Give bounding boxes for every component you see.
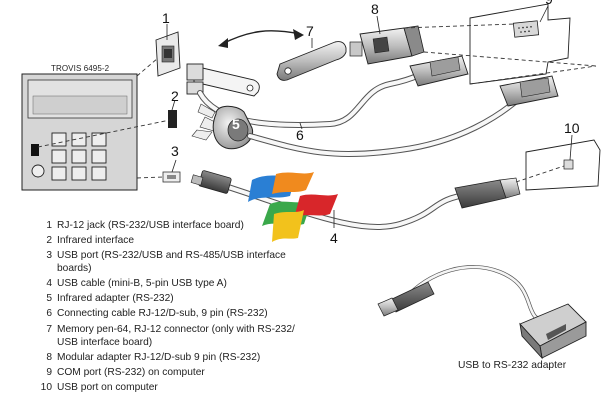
controller-knob: [31, 164, 45, 178]
windows-logo: [248, 172, 338, 242]
dsub-plug-6: [409, 55, 469, 87]
leader-lines-usb: [515, 165, 565, 183]
usb-type-a-plug: [454, 177, 521, 209]
dsub-plug-ir: [499, 75, 559, 107]
callout-leaders: [166, 5, 573, 228]
infrared-window: [31, 144, 39, 156]
usb-mini-b-plug: [190, 170, 232, 194]
infrared-adapter-cable: [248, 94, 524, 157]
callout-9: 9: [545, 0, 553, 6]
callout-5: 5: [232, 116, 240, 132]
callout-8: 8: [371, 1, 379, 17]
usb-rs232-adapter: [377, 265, 587, 360]
callout-2: 2: [171, 88, 179, 104]
callout-6: 6: [296, 127, 304, 143]
modular-adapter: [349, 25, 425, 65]
callout-1: 1: [162, 10, 170, 26]
memory-pen: [276, 41, 347, 81]
rj12-jack: [155, 31, 181, 77]
swap-arrow: [221, 30, 301, 45]
infrared-interface: [168, 110, 177, 128]
adapter-caption: USB to RS-232 adapter: [458, 360, 567, 371]
computer-com-port-panel: [469, 3, 571, 85]
infrared-adapter: [191, 103, 254, 150]
rj12-plugs: [186, 63, 260, 97]
callout-4: 4: [330, 230, 338, 246]
leader-lines-com: [403, 23, 597, 85]
leader-lines: [37, 57, 171, 179]
callout-10: 10: [564, 120, 580, 136]
keypad: [51, 132, 107, 181]
controller-device: [21, 73, 138, 191]
computer-usb-panel: [525, 139, 601, 191]
callout-7: 7: [306, 23, 314, 39]
controller-label: TROVIS 6495-2: [51, 64, 110, 73]
callout-3: 3: [171, 143, 179, 159]
